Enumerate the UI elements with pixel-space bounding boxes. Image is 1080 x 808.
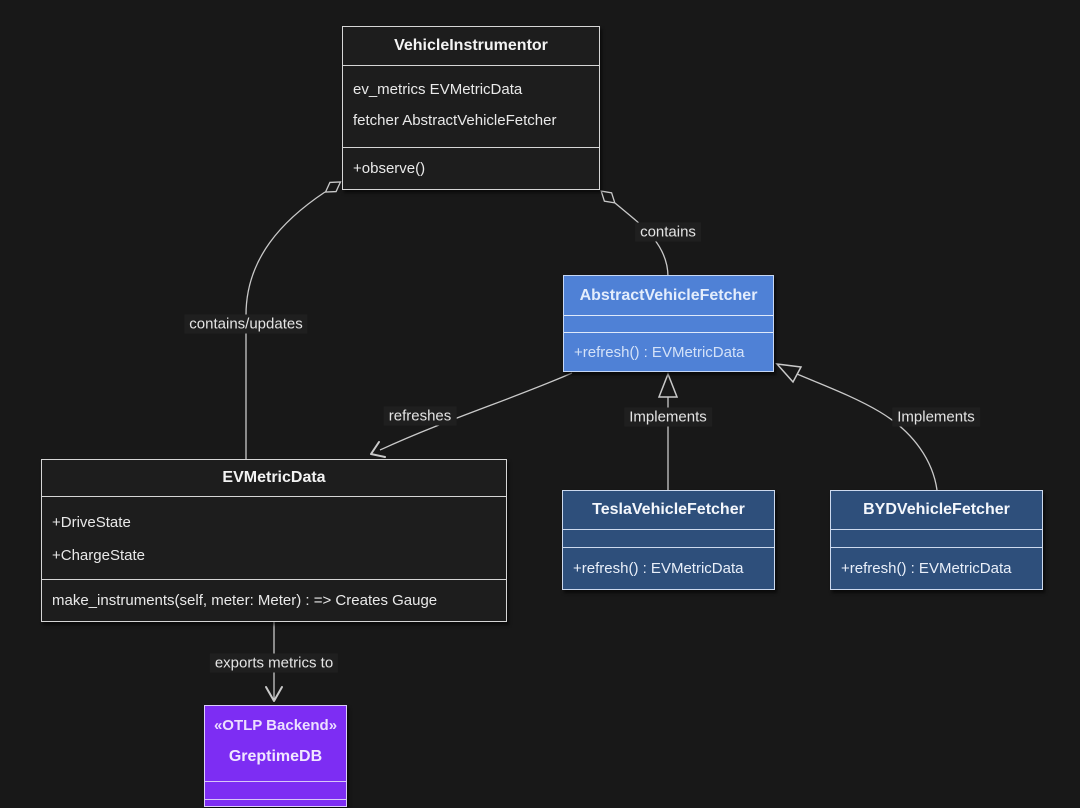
edge-byd-implements [775,363,938,491]
class-title: TeslaVehicleFetcher [592,501,745,518]
dependency-arrowhead-icon [370,441,386,458]
method: make_instruments(self, meter: Meter) : =… [52,592,438,609]
attribute: ev_metrics EVMetricData [353,81,523,98]
class-ev-metric-data: EVMetricData +DriveState +ChargeState ma… [41,459,507,622]
edge-contains-updates [245,181,342,459]
class-tesla-vehicle-fetcher: TeslaVehicleFetcher +refresh() : EVMetri… [562,490,775,590]
methods-section: +refresh() : EVMetricData [831,547,1042,589]
method: +refresh() : EVMetricData [573,560,744,577]
class-title: BYDVehicleFetcher [863,501,1010,518]
edge-label-byd-implements: Implements [892,407,980,427]
class-title: EVMetricData [222,469,326,486]
class-title: GreptimeDB [228,748,323,765]
edge-tesla-implements [657,371,679,490]
edge-label-tesla-implements: Implements [624,407,712,427]
aggregation-diamond-icon [600,190,616,204]
class-abstract-vehicle-fetcher: AbstractVehicleFetcher +refresh() : EVMe… [563,275,774,372]
attributes-section [831,529,1042,547]
attribute: fetcher AbstractVehicleFetcher [353,112,557,129]
realization-arrowhead-icon [775,363,803,384]
methods-section: +refresh() : EVMetricData [564,332,773,371]
attribute: +DriveState [52,514,131,531]
attributes-section [563,529,774,547]
aggregation-diamond-icon [324,181,342,193]
dependency-arrowhead-icon [265,686,283,702]
methods-section: +observe() [343,147,599,189]
class-byd-vehicle-fetcher: BYDVehicleFetcher +refresh() : EVMetricD… [830,490,1043,590]
class-vehicle-instrumentor: VehicleInstrumentor ev_metrics EVMetricD… [342,26,600,190]
attribute: +ChargeState [52,547,145,564]
realization-arrowhead-icon [657,371,679,398]
attributes-section: +DriveState +ChargeState [42,496,506,579]
edge-label-exports-metrics: exports metrics to [209,653,339,673]
attributes-section [205,781,346,799]
attributes-section [564,315,773,332]
class-header: «OTLP Backend» GreptimeDB [205,706,346,781]
methods-section: make_instruments(self, meter: Meter) : =… [42,579,506,621]
methods-section: +refresh() : EVMetricData [563,547,774,589]
class-greptime-db: «OTLP Backend» GreptimeDB [204,705,347,807]
edge-refreshes [370,372,573,458]
methods-section [205,799,346,806]
attributes-section: ev_metrics EVMetricData fetcher Abstract… [343,65,599,147]
method: +observe() [353,160,426,177]
edge-label-refreshes: refreshes [383,406,457,426]
class-title: VehicleInstrumentor [394,37,548,54]
edge-label-contains: contains [635,222,701,242]
method: +refresh() : EVMetricData [574,344,745,361]
class-title: AbstractVehicleFetcher [579,287,758,304]
edge-label-contains-updates: contains/updates [184,314,308,334]
class-stereotype: «OTLP Backend» [213,717,338,734]
method: +refresh() : EVMetricData [841,560,1012,577]
